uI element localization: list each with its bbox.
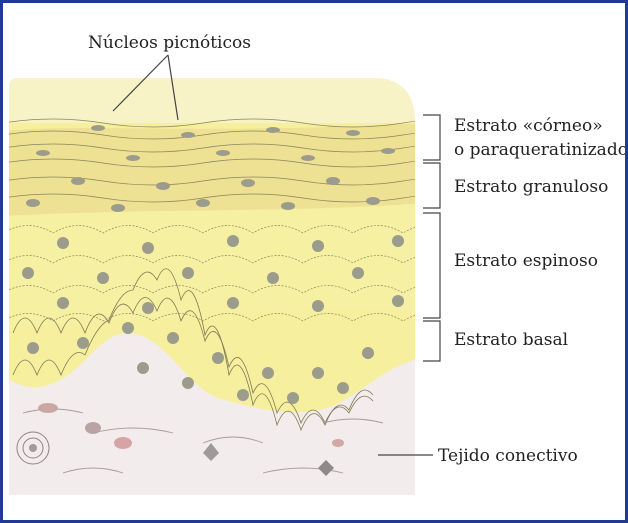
- corneum-region: [3, 63, 423, 123]
- label-estrato-basal: Estrato basal: [454, 330, 568, 350]
- tissue-block: [3, 63, 503, 503]
- bracket-corneo: [423, 115, 440, 160]
- label-nucleos-picnoticos: Núcleos picnóticos: [88, 33, 251, 53]
- bracket-basal: [423, 321, 440, 361]
- bracket-granuloso: [423, 163, 440, 208]
- label-paraqueratinizado: o paraqueratinizado: [454, 140, 625, 160]
- label-estrato-espinoso: Estrato espinoso: [454, 251, 598, 271]
- label-estrato-granuloso: Estrato granuloso: [454, 177, 608, 197]
- epidermis-diagram: Núcleos picnóticos Estrato «córneo» o pa…: [3, 3, 625, 520]
- label-tejido-conectivo: Tejido conectivo: [438, 446, 578, 466]
- bracket-espinoso: [423, 213, 440, 318]
- label-estrato-corneo: Estrato «córneo»: [454, 116, 603, 136]
